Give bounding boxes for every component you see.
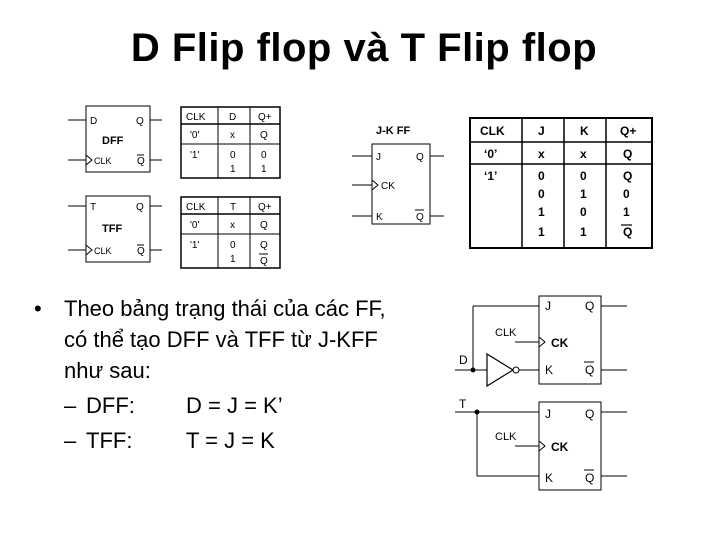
tff-cell-r0c0: '0' (190, 220, 199, 231)
sub-bullet-tff-key: TFF: (86, 428, 133, 453)
dff-qbar-label: Q (137, 156, 145, 167)
jk-q-label: Q (416, 152, 424, 163)
dff-cell-r1c2: 0 (261, 150, 267, 161)
dff-out-label: Q (136, 116, 144, 127)
jk-cell-r2c1: 0 (538, 187, 545, 201)
tff-cell-r0c1: x (230, 220, 235, 231)
jk-cell-r1c0: ‘1’ (484, 169, 497, 183)
bullet-list: • Theo bảng trạng thái của các FF, có th… (34, 293, 414, 456)
bullet-main: • Theo bảng trạng thái của các FF, có th… (34, 293, 414, 386)
circuit-t-input-label: T (459, 397, 467, 411)
circuit-d-j-label: J (545, 299, 551, 313)
jk-cell-r1c3: Q (623, 169, 632, 183)
dff-cell-r2c2: 1 (261, 164, 267, 175)
tff-cell-r1c0: '1' (190, 240, 199, 251)
dff-truth-table: CLK D Q+ '0' x Q '1' 0 0 1 1 (180, 106, 281, 179)
tff-header-t: T (230, 202, 236, 213)
jk-header-k: K (580, 124, 589, 138)
sub-bullet-dff-key: DFF: (86, 393, 135, 418)
circuit-t-q-label: Q (585, 407, 594, 421)
circuit-t-clk-label: CLK (495, 431, 517, 443)
circuit-d-qbar-label: Q (585, 363, 594, 377)
jk-cell-r0c0: ‘0’ (484, 147, 497, 161)
tff-out-label: Q (136, 202, 144, 213)
jk-header-j: J (538, 124, 545, 138)
circuit-d-ck-label: CK (551, 336, 569, 350)
sub-bullet-dash: – (64, 393, 77, 418)
tff-cell-r0c2: Q (260, 220, 268, 231)
tff-from-jk-circuit: T CLK J Q CK K Q (455, 397, 627, 491)
jk-ck-label: CK (381, 181, 395, 192)
dff-cell-r2c1: 1 (230, 164, 236, 175)
circuit-t-ck-label: CK (551, 440, 569, 454)
circuit-t-qbar-label: Q (585, 471, 594, 485)
jk-truth-table: CLK J K Q+ ‘0’ x x Q ‘1’ 0 0 Q 0 1 0 1 0… (469, 117, 653, 249)
circuit-d-input-label: D (459, 353, 468, 367)
dff-in-label: D (90, 116, 97, 127)
bullet-main-text: Theo bảng trạng thái của các FF, có thể … (64, 296, 386, 383)
jk-block-title: J-K FF (376, 125, 411, 137)
circuit-d-k-label: K (545, 363, 553, 377)
tff-truth-table: CLK T Q+ '0' x Q '1' 0 Q 1 Q (180, 196, 281, 269)
jk-cell-r0c1: x (538, 147, 545, 161)
jk-block-symbol: J-K FF J Q CK K Q (352, 125, 444, 225)
circuit-d-clk-label: CLK (495, 327, 517, 339)
dff-clk-label: CLK (94, 156, 112, 166)
tff-cell-r2c2: Q (260, 256, 268, 267)
jk-cell-r3c3: 1 (623, 205, 630, 219)
tff-block-symbol: T Q TFF CLK Q (68, 195, 162, 263)
tff-qbar-label: Q (137, 246, 145, 257)
jk-cell-r0c3: Q (623, 147, 632, 161)
sub-bullet-tff-value: T = J = K (186, 428, 275, 453)
dff-header-qplus: Q+ (258, 112, 272, 123)
sub-bullet-tff: – TFF: T = J = K (34, 425, 414, 456)
jk-cell-r3c2: 0 (580, 205, 587, 219)
tff-cell-r1c1: 0 (230, 240, 236, 251)
jk-cell-r0c2: x (580, 147, 587, 161)
dff-cell-r1c1: 0 (230, 150, 236, 161)
jk-cell-r1c1: 0 (538, 169, 545, 183)
tff-cell-r1c2: Q (260, 240, 268, 251)
jk-cell-r1c2: 0 (580, 169, 587, 183)
circuit-t-j-label: J (545, 407, 551, 421)
dff-cell-r0c2: Q (260, 130, 268, 141)
jk-cell-r4c2: 1 (580, 225, 587, 239)
jk-cell-r2c3: 0 (623, 187, 630, 201)
circuit-d-q-label: Q (585, 299, 594, 313)
jk-cell-r4c1: 1 (538, 225, 545, 239)
dff-block-symbol: D Q DFF CLK Q (68, 105, 162, 173)
sub-bullet-dff-value: D = J = K’ (186, 393, 283, 418)
sub-bullet-dash: – (64, 428, 77, 453)
jk-cell-r4c3: Q (623, 225, 632, 239)
page-title: D Flip flop và T Flip flop (130, 26, 598, 70)
jk-j-label: J (376, 152, 381, 163)
tff-in-label: T (90, 202, 96, 213)
sub-bullet-dff: – DFF: D = J = K’ (34, 390, 414, 421)
tff-header-qplus: Q+ (258, 202, 272, 213)
dff-cell-r0c0: '0' (190, 130, 199, 141)
tff-header-clk: CLK (186, 202, 206, 213)
jk-k-label: K (376, 212, 383, 223)
jk-cell-r2c2: 1 (580, 187, 587, 201)
dff-cell-r1c0: '1' (190, 150, 199, 161)
dff-from-jk-circuit: D CLK J Q CK K Q (455, 295, 627, 388)
jk-qbar-label: Q (416, 212, 424, 223)
tff-name-label: TFF (102, 223, 122, 235)
tff-clk-label: CLK (94, 246, 112, 256)
jk-cell-r3c1: 1 (538, 205, 545, 219)
bullet-dot: • (34, 296, 42, 321)
tff-cell-r2c1: 1 (230, 254, 236, 265)
dff-name-label: DFF (102, 135, 124, 147)
dff-header-clk: CLK (186, 112, 206, 123)
circuit-t-k-label: K (545, 471, 553, 485)
jk-header-qplus: Q+ (620, 124, 636, 138)
dff-header-d: D (229, 112, 236, 123)
jk-header-clk: CLK (480, 124, 505, 138)
dff-cell-r0c1: x (230, 130, 235, 141)
